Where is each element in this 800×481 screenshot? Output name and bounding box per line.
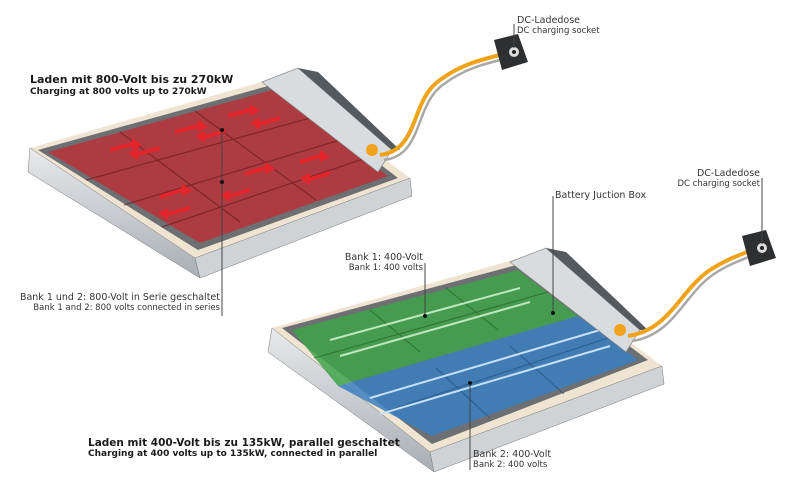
top-socket-label-en: DC charging socket	[517, 25, 600, 36]
bank2-caption: Bank 2: 400-Volt Bank 2: 400 volts	[473, 449, 552, 471]
bottom-pack-title: Laden mit 400-Volt bis zu 135kW, paralle…	[88, 437, 400, 449]
leader-lines	[220, 24, 763, 470]
series-bank-caption-en: Bank 1 and 2: 800 volts connected in ser…	[33, 302, 220, 313]
dc-socket-icon-bottom	[742, 230, 776, 266]
bottom-socket-label: DC-Ladedose DC charging socket	[677, 168, 760, 190]
series-bank-caption-de: Bank 1 und 2: 800-Volt in Serie geschalt…	[19, 292, 220, 303]
top-pack-heading: Laden mit 800-Volt bis zu 270kW Charging…	[30, 73, 234, 97]
bank1-caption-en: Bank 1: 400 volts	[348, 262, 423, 273]
bank2-caption-de: Bank 2: 400-Volt	[473, 449, 552, 460]
bank1-caption: Bank 1: 400-Volt Bank 1: 400 volts	[344, 252, 423, 274]
top-battery-pack	[27, 34, 528, 279]
junction-box-label: Battery Juction Box	[555, 190, 647, 202]
bank2-caption-en: Bank 2: 400 volts	[473, 459, 548, 470]
bank1-caption-de: Bank 1: 400-Volt	[344, 252, 423, 263]
bottom-pack-heading: Laden mit 400-Volt bis zu 135kW, paralle…	[88, 437, 400, 459]
series-bank-caption: Bank 1 und 2: 800-Volt in Serie geschalt…	[19, 292, 220, 314]
bottom-socket-label-en: DC charging socket	[677, 178, 760, 189]
top-socket-label-de: DC-Ladedose	[517, 15, 581, 26]
top-pack-subtitle: Charging at 800 volts up to 270kW	[30, 86, 207, 97]
bottom-pack-subtitle: Charging at 400 volts up to 135kW, conne…	[88, 449, 378, 460]
top-socket-label: DC-Ladedose DC charging socket	[517, 15, 600, 37]
bottom-battery-pack	[267, 230, 776, 473]
junction-box-label-text: Battery Juction Box	[555, 190, 647, 201]
top-pack-title: Laden mit 800-Volt bis zu 270kW	[30, 73, 234, 86]
bottom-socket-label-de: DC-Ladedose	[696, 168, 760, 179]
dc-socket-icon-top	[494, 34, 528, 70]
